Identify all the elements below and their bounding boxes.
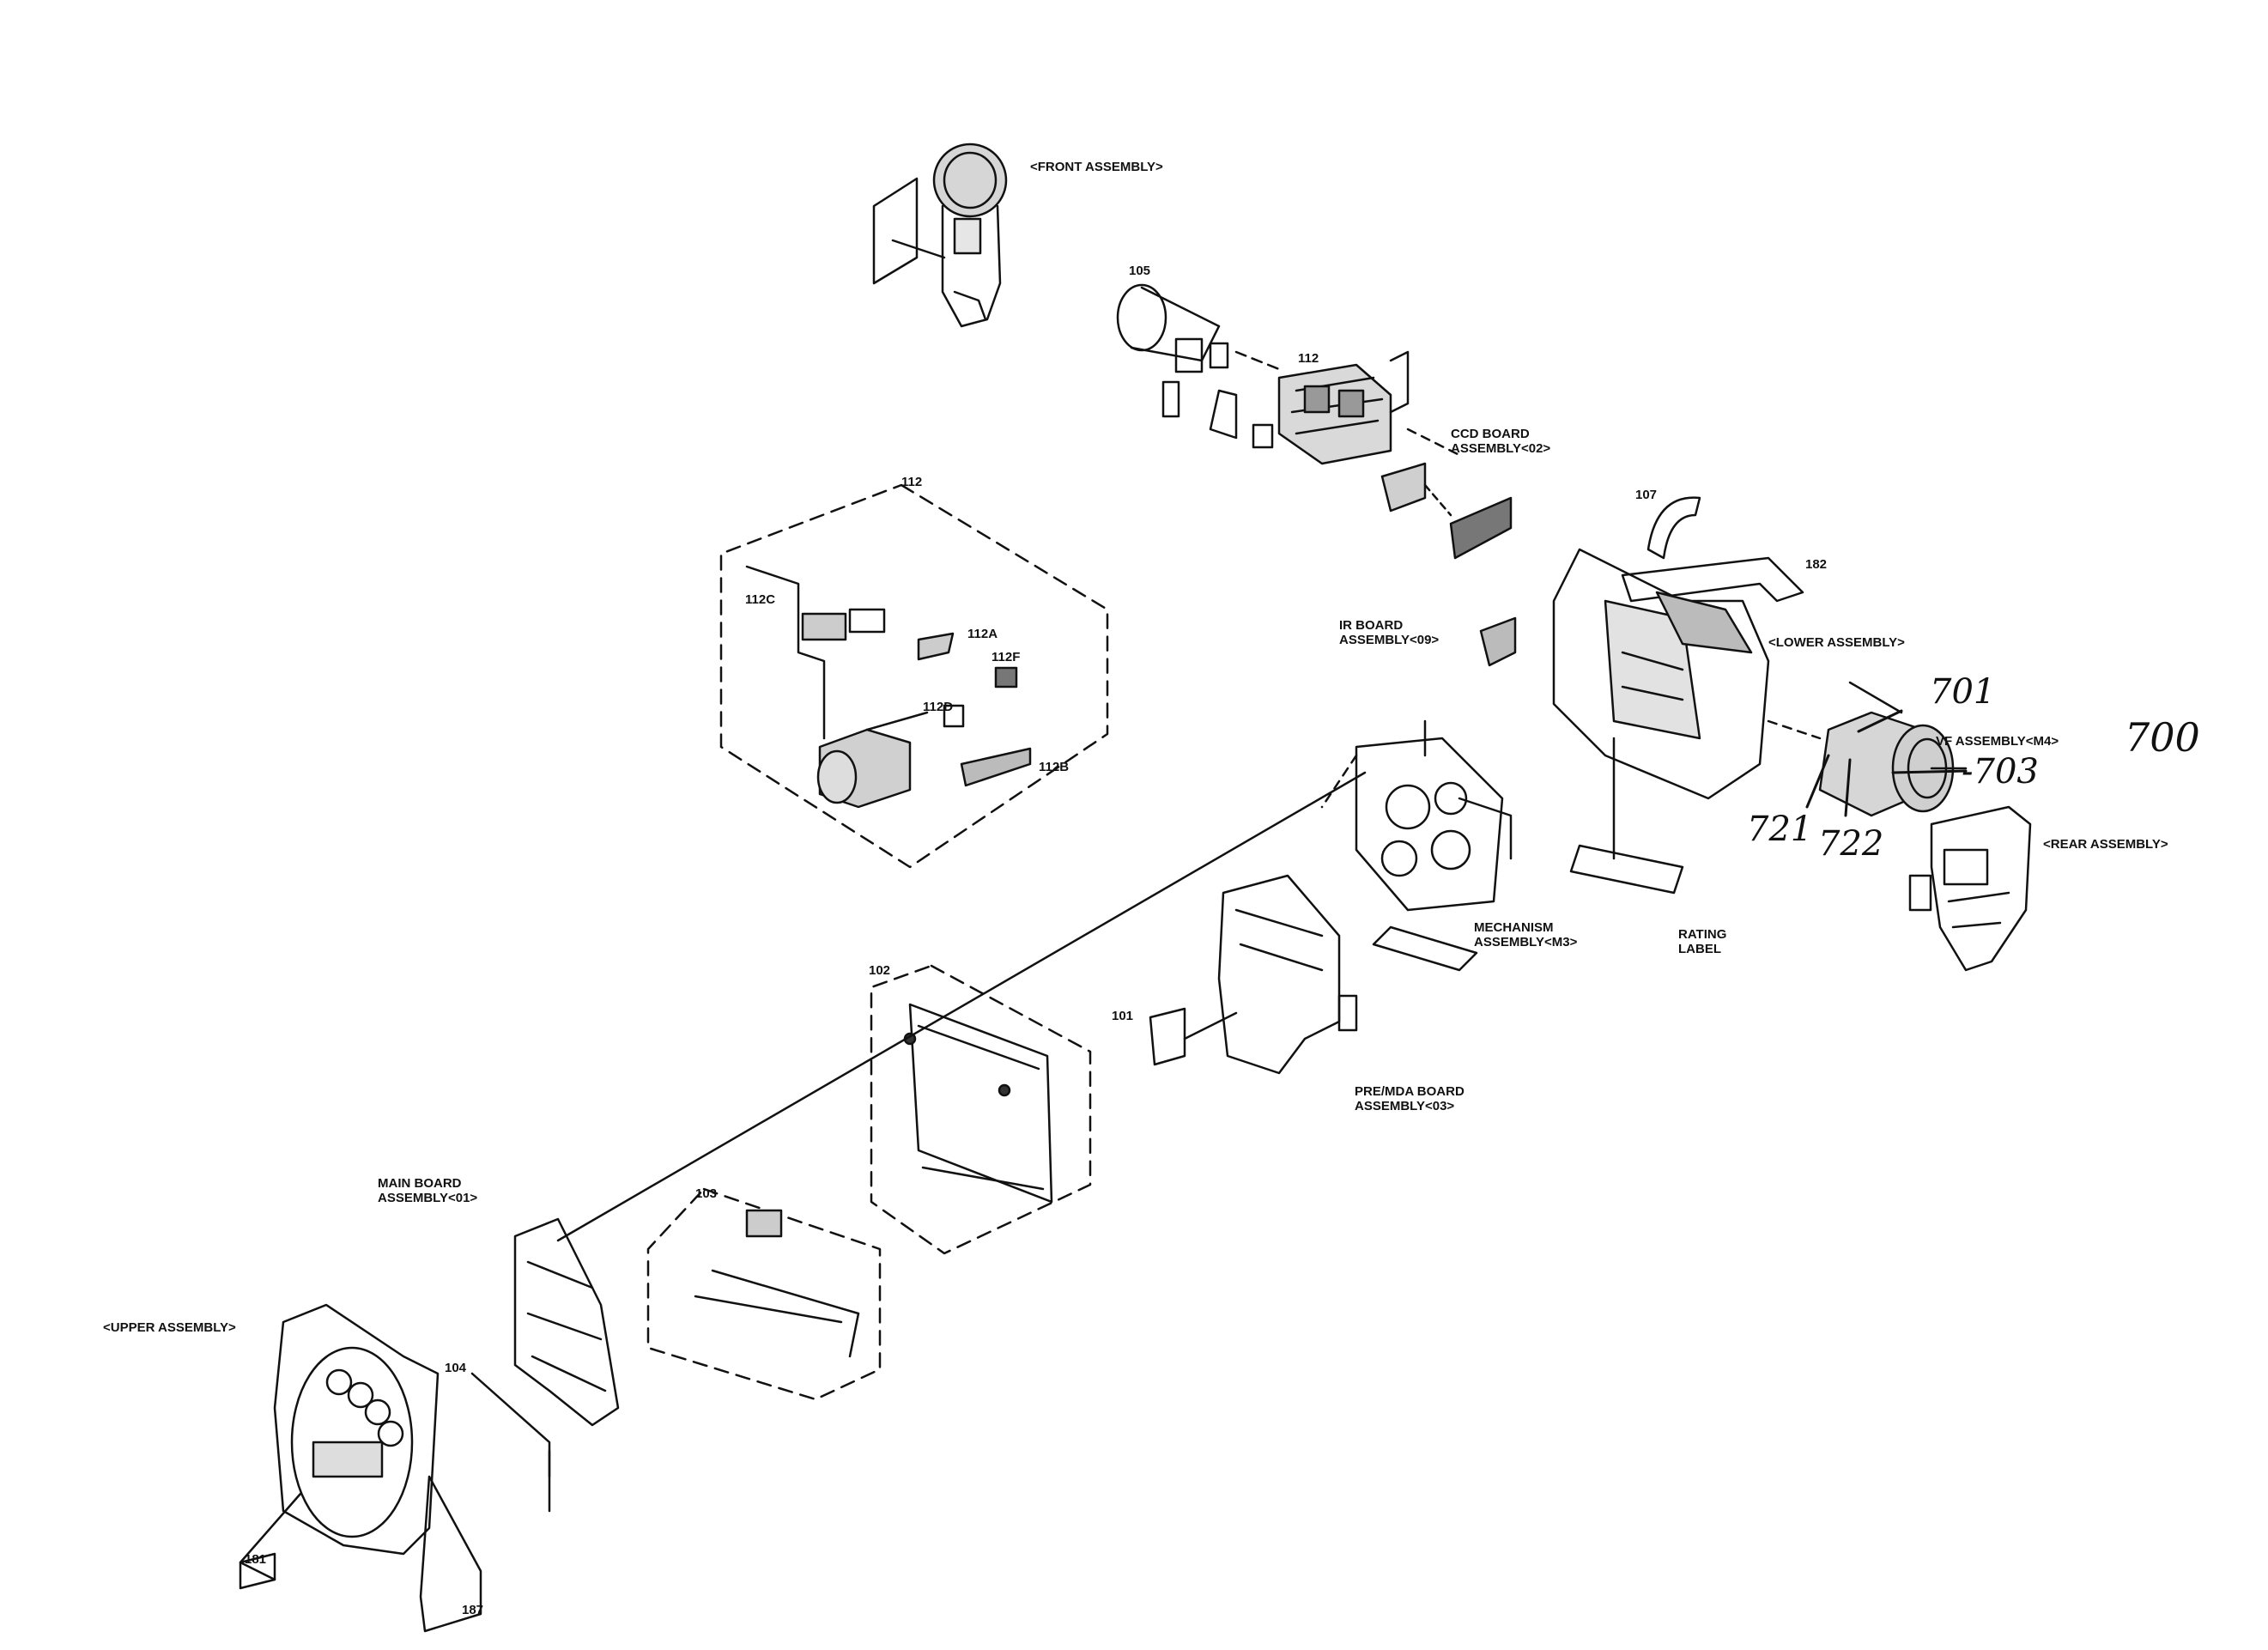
handwritten-703: -703 [1962,752,2039,792]
connection-line [556,771,1367,1242]
label-rear-assembly: <REAR ASSEMBLY> [2043,837,2168,852]
label-112b: 112B [1039,760,1070,774]
label-103: 103 [695,1186,718,1201]
handwritten-700: 700 [2125,714,2200,761]
label-112f: 112F [991,650,1021,664]
label-102: 102 [869,963,891,978]
label-107: 107 [1635,488,1658,502]
label-182: 182 [1805,557,1828,572]
label-ccd-board: CCD BOARD ASSEMBLY<02> [1451,427,1551,456]
part-182 [1621,556,1804,603]
ccd-board-part [1380,462,1513,560]
part-102-group [870,964,1092,1255]
label-112c: 112C [745,592,776,607]
upper-assembly-part [239,1303,551,1633]
label-101: 101 [1112,1009,1134,1023]
label-112a: 112A [967,627,998,641]
part-105 [1116,283,1281,449]
handwritten-721: 721 [1747,810,1813,849]
part-103-group [646,1187,882,1401]
label-112-group: 112 [901,475,923,489]
main-board-part [513,1217,620,1427]
part-112-block [1277,350,1461,465]
handwritten-701: 701 [1930,672,1996,712]
part-107 [1646,496,1701,560]
handwritten-722: 722 [1818,824,1884,864]
label-ir-board: IR BOARD ASSEMBLY<09> [1339,618,1440,647]
label-front-assembly: <FRONT ASSEMBLY> [1030,160,1163,174]
mechanism-assembly-part [1320,719,1513,972]
handwritten-leaders [1805,709,1968,817]
label-lower-assembly: <LOWER ASSEMBLY> [1768,635,1905,650]
label-104: 104 [445,1361,467,1375]
front-assembly-part [872,143,1008,328]
label-upper-assembly: <UPPER ASSEMBLY> [103,1320,236,1335]
part-112-group [719,483,1109,869]
label-105: 105 [1129,264,1151,278]
label-main-board: MAIN BOARD ASSEMBLY<01> [378,1176,478,1205]
label-187: 187 [462,1603,484,1617]
ir-board-part [1479,616,1517,667]
label-mechanism: MECHANISM ASSEMBLY<M3> [1474,920,1578,949]
label-181: 181 [245,1552,267,1567]
rear-assembly-part [1908,805,2032,972]
label-vf-assembly: VF ASSEMBLY<M4> [1936,734,2059,749]
lower-assembly-part [1552,548,1822,895]
pre-mda-board-part [1149,874,1358,1075]
label-112-top: 112 [1298,351,1319,366]
label-rating: RATING LABEL [1678,927,1727,956]
label-pre-mda-board: PRE/MDA BOARD ASSEMBLY<03> [1355,1084,1464,1113]
label-112d: 112D [923,700,954,714]
